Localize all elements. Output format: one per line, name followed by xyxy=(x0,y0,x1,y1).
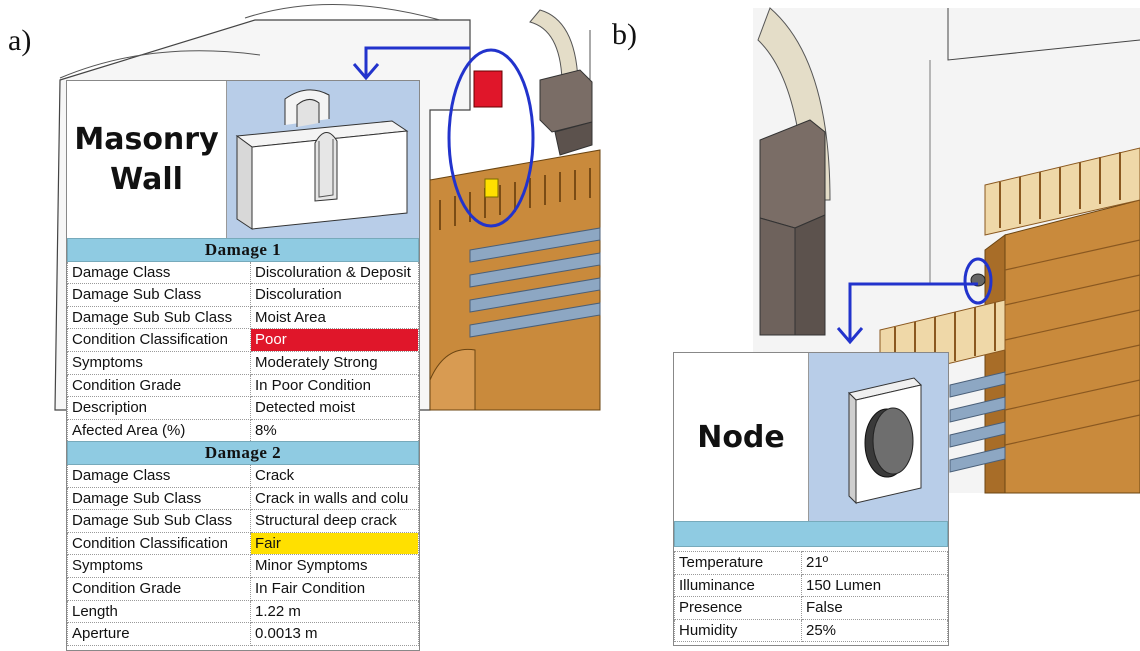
row-value: 25% xyxy=(801,618,948,643)
row-value: In Poor Condition xyxy=(250,373,419,398)
row-key: Damage Sub Sub Class xyxy=(67,509,251,533)
row-key: Afected Area (%) xyxy=(67,418,251,443)
wall-thumbnail xyxy=(227,81,419,238)
row-key: Temperature xyxy=(674,551,802,575)
damage-marker-yellow[interactable] xyxy=(484,178,499,198)
damage-1-header: Damage 1 xyxy=(67,238,419,262)
row-key: Condition Grade xyxy=(67,373,251,398)
row-key: Length xyxy=(67,599,251,624)
row-value: 21º xyxy=(801,551,948,575)
row-key: Aperture xyxy=(67,622,251,646)
row-value: Detected moist xyxy=(250,396,419,420)
condition-poor-badge: Poor xyxy=(250,328,419,352)
row-value: Crack in walls and colu xyxy=(250,486,419,511)
row-key: Presence xyxy=(674,596,802,620)
row-key: Condition Classification xyxy=(67,531,251,556)
row-key: Damage Class xyxy=(67,260,251,285)
row-value: Discoluration & Deposit xyxy=(250,260,419,285)
row-value: 0.0013 m xyxy=(250,622,419,646)
row-value: In Fair Condition xyxy=(250,576,419,601)
row-key: Symptoms xyxy=(67,350,251,375)
masonry-wall-icon xyxy=(235,89,409,230)
node-card-title: Node xyxy=(674,353,809,521)
row-value: 8% xyxy=(250,418,419,443)
highlight-ellipse xyxy=(447,48,535,228)
row-value: Moderately Strong xyxy=(250,350,419,375)
node-highlight-ellipse xyxy=(963,257,993,305)
callout-arrow-a xyxy=(364,46,470,76)
row-value: Moist Area xyxy=(250,305,419,330)
row-key: Symptoms xyxy=(67,554,251,578)
node-thumbnail xyxy=(809,353,948,521)
table-row: Afected Area (%)8% xyxy=(67,418,419,443)
damage-marker-red[interactable] xyxy=(473,70,503,108)
row-key: Condition Classification xyxy=(67,328,251,352)
panel-label-b: b) xyxy=(612,18,637,51)
row-value: Structural deep crack xyxy=(250,509,419,533)
panel-label-a: a) xyxy=(8,24,32,57)
callout-arrow-b xyxy=(848,282,978,340)
node-section-header xyxy=(674,521,948,547)
row-key: Condition Grade xyxy=(67,576,251,601)
row-key: Humidity xyxy=(674,618,802,643)
damage-2-header: Damage 2 xyxy=(67,441,419,465)
row-value: False xyxy=(801,596,948,620)
row-key: Damage Sub Class xyxy=(67,283,251,307)
row-key: Description xyxy=(67,396,251,420)
row-key: Damage Sub Class xyxy=(67,486,251,511)
condition-fair-badge: Fair xyxy=(250,531,419,556)
row-value: 150 Lumen xyxy=(801,573,948,598)
row-key: Damage Class xyxy=(67,463,251,488)
row-value: Crack xyxy=(250,463,419,488)
row-key: Illuminance xyxy=(674,573,802,598)
card-title: Masonry Wall xyxy=(67,81,227,238)
sensor-node-icon xyxy=(848,377,922,505)
row-value: Discoluration xyxy=(250,283,419,307)
row-value: 1.22 m xyxy=(250,599,419,624)
row-key: Damage Sub Sub Class xyxy=(67,305,251,330)
row-value: Minor Symptoms xyxy=(250,554,419,578)
